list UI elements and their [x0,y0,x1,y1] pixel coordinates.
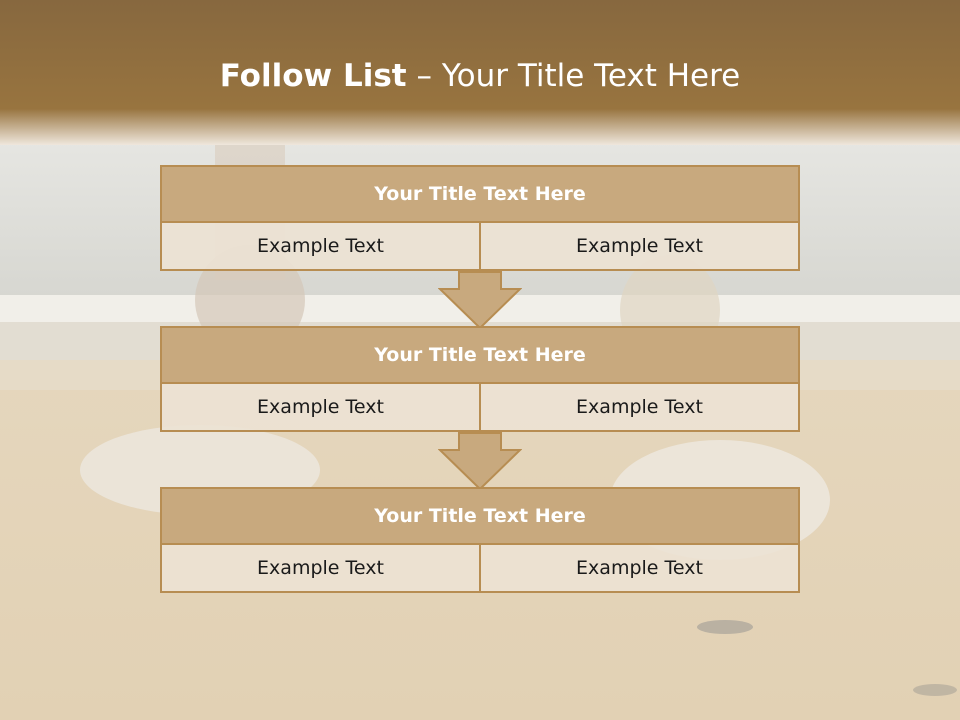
block-cell: Example Text [160,384,481,432]
block-1: Your Title Text Here Example Text Exampl… [160,165,800,271]
block-cell: Example Text [160,223,481,271]
down-arrow-icon [438,432,522,490]
block-2: Your Title Text Here Example Text Exampl… [160,326,800,432]
title-bold: Follow List [219,58,407,94]
down-arrow-icon [438,271,522,329]
block-title: Your Title Text Here [160,165,800,223]
block-cell: Example Text [160,545,481,593]
block-row: Example Text Example Text [160,223,800,271]
block-title: Your Title Text Here [160,487,800,545]
block-3: Your Title Text Here Example Text Exampl… [160,487,800,593]
block-row: Example Text Example Text [160,545,800,593]
slide-title: Follow List – Your Title Text Here [0,54,960,98]
block-cell: Example Text [481,384,800,432]
block-cell: Example Text [481,223,800,271]
block-cell: Example Text [481,545,800,593]
block-row: Example Text Example Text [160,384,800,432]
block-title: Your Title Text Here [160,326,800,384]
title-rest: – Your Title Text Here [406,58,741,94]
